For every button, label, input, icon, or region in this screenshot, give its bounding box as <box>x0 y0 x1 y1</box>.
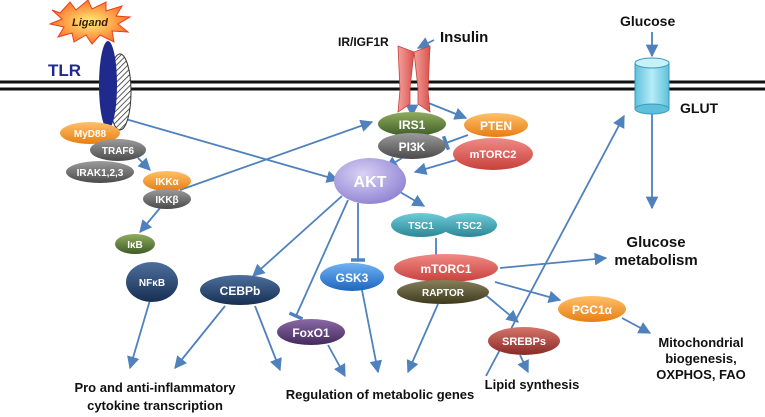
svg-text:PTEN: PTEN <box>480 119 512 133</box>
mito-line3: OXPHOS, FAO <box>656 367 746 382</box>
ligand-label: Ligand <box>72 17 108 29</box>
node-foxo1: FoxO1 <box>277 319 345 345</box>
node-irak: IRAK1,2,3 <box>66 161 134 183</box>
node-pgc1a: PGC1α <box>558 296 626 322</box>
node-cebpb: CEBPb <box>200 275 280 305</box>
node-ikb: IκB <box>115 234 155 254</box>
svg-text:RAPTOR: RAPTOR <box>422 288 465 299</box>
arrow-foxo1-regulation <box>327 344 346 378</box>
arrow-receptor-pten <box>425 101 468 120</box>
svg-text:FoxO1: FoxO1 <box>292 326 330 340</box>
arrow-mtorc1-pgc1a <box>494 281 562 304</box>
svg-text:NFκB: NFκB <box>139 278 165 289</box>
svg-text:TSC2: TSC2 <box>456 221 482 232</box>
svg-text:PI3K: PI3K <box>399 140 426 154</box>
lipid-synthesis-label: Lipid synthesis <box>485 377 580 392</box>
node-nfkb: NFκB <box>126 262 178 302</box>
mito-line1: Mitochondrial <box>658 335 743 350</box>
inhibit-akt-foxo1 <box>288 199 349 321</box>
arrow-srebps-lipid <box>517 354 529 374</box>
arrow-pgc1a-mito <box>621 317 652 334</box>
nodes: MyD88 TRAF6 IRAK1,2,3 IKKα IKKβ IκB NFκB <box>60 112 626 355</box>
node-pten: PTEN <box>464 113 528 137</box>
tlr-label: TLR <box>48 61 81 80</box>
node-mtorc1: mTORC1 <box>394 254 498 282</box>
ir-igf1r-label: IR/IGF1R <box>338 35 389 49</box>
node-myd88: MyD88 <box>60 122 120 144</box>
node-srebps: SREBPs <box>488 327 560 355</box>
connections <box>114 32 659 378</box>
arrow-nfkb-cytokine <box>127 299 151 370</box>
arrow-insulin <box>416 37 435 49</box>
svg-text:GSK3: GSK3 <box>336 271 369 285</box>
arrow-cebpb-regulation <box>254 305 282 372</box>
arrow-cebpb-cytokine <box>174 305 226 369</box>
mito-line2: biogenesis, <box>665 351 737 366</box>
arrow-raptor-regulation <box>406 303 439 374</box>
svg-text:IKKα: IKKα <box>155 177 179 188</box>
node-pi3k: PI3K <box>378 133 446 159</box>
svg-text:mTORC2: mTORC2 <box>470 149 517 161</box>
node-raptor: RAPTOR <box>397 280 489 304</box>
arrow-mtorc2-akt <box>413 159 457 175</box>
cytokine-line2: cytokine transcription <box>87 398 223 413</box>
arrow-tlr-akt <box>114 115 340 183</box>
arrow-ikkb-irs1 <box>179 119 374 191</box>
outcome-labels: Glucose metabolism Mitochondrial biogene… <box>74 234 745 413</box>
glucose-metabolism-line2: metabolism <box>614 252 697 269</box>
ir-igf1r-receptor: IR/IGF1R Insulin <box>338 29 488 113</box>
arrow-mtorc1-srebps <box>481 291 519 323</box>
regulation-label: Regulation of metabolic genes <box>286 387 475 402</box>
node-traf6: TRAF6 <box>90 139 146 161</box>
svg-text:IRS1: IRS1 <box>399 118 426 132</box>
node-ikka: IKKα <box>143 171 191 191</box>
arrow-gsk3-regulation <box>361 289 383 374</box>
arrow-mtorc1-glucose-metabolism <box>499 252 608 269</box>
node-gsk3: GSK3 <box>320 263 384 291</box>
svg-text:AKT: AKT <box>354 174 387 191</box>
glucose-metabolism-line1: Glucose <box>626 234 685 251</box>
insulin-label: Insulin <box>440 29 488 46</box>
glut-transporter: Glucose GLUT <box>620 13 719 116</box>
arrow-traf6-ikk <box>137 157 151 171</box>
svg-text:CEBPb: CEBPb <box>220 284 261 298</box>
cytokine-line1: Pro and anti-inflammatory <box>74 380 236 395</box>
arrow-ikkb-ikb <box>139 207 161 233</box>
svg-text:IKKβ: IKKβ <box>155 195 178 206</box>
node-irs1: IRS1 <box>378 112 446 136</box>
arrow-akt-cebpb <box>252 195 343 277</box>
glut-label: GLUT <box>680 100 719 116</box>
node-ikkb: IKKβ <box>143 189 191 209</box>
node-tsc2: TSC2 <box>441 213 497 237</box>
svg-text:PGC1α: PGC1α <box>572 303 613 317</box>
node-akt: AKT <box>334 158 406 204</box>
arrow-akt-tsc <box>399 191 426 207</box>
svg-text:IκB: IκB <box>127 240 143 251</box>
svg-text:mTORC1: mTORC1 <box>420 262 471 276</box>
ligand-burst: Ligand <box>48 0 132 45</box>
svg-text:TSC1: TSC1 <box>408 221 434 232</box>
svg-text:SREBPs: SREBPs <box>502 336 546 348</box>
glucose-label: Glucose <box>620 13 675 29</box>
inhibit-pten-pi3k <box>441 134 469 151</box>
svg-text:IRAK1,2,3: IRAK1,2,3 <box>77 168 124 179</box>
node-tsc1: TSC1 <box>391 213 451 237</box>
node-mtorc2: mTORC2 <box>453 138 533 170</box>
tlr-receptor: TLR <box>48 41 132 131</box>
svg-text:TRAF6: TRAF6 <box>102 146 135 157</box>
svg-text:MyD88: MyD88 <box>74 129 107 140</box>
